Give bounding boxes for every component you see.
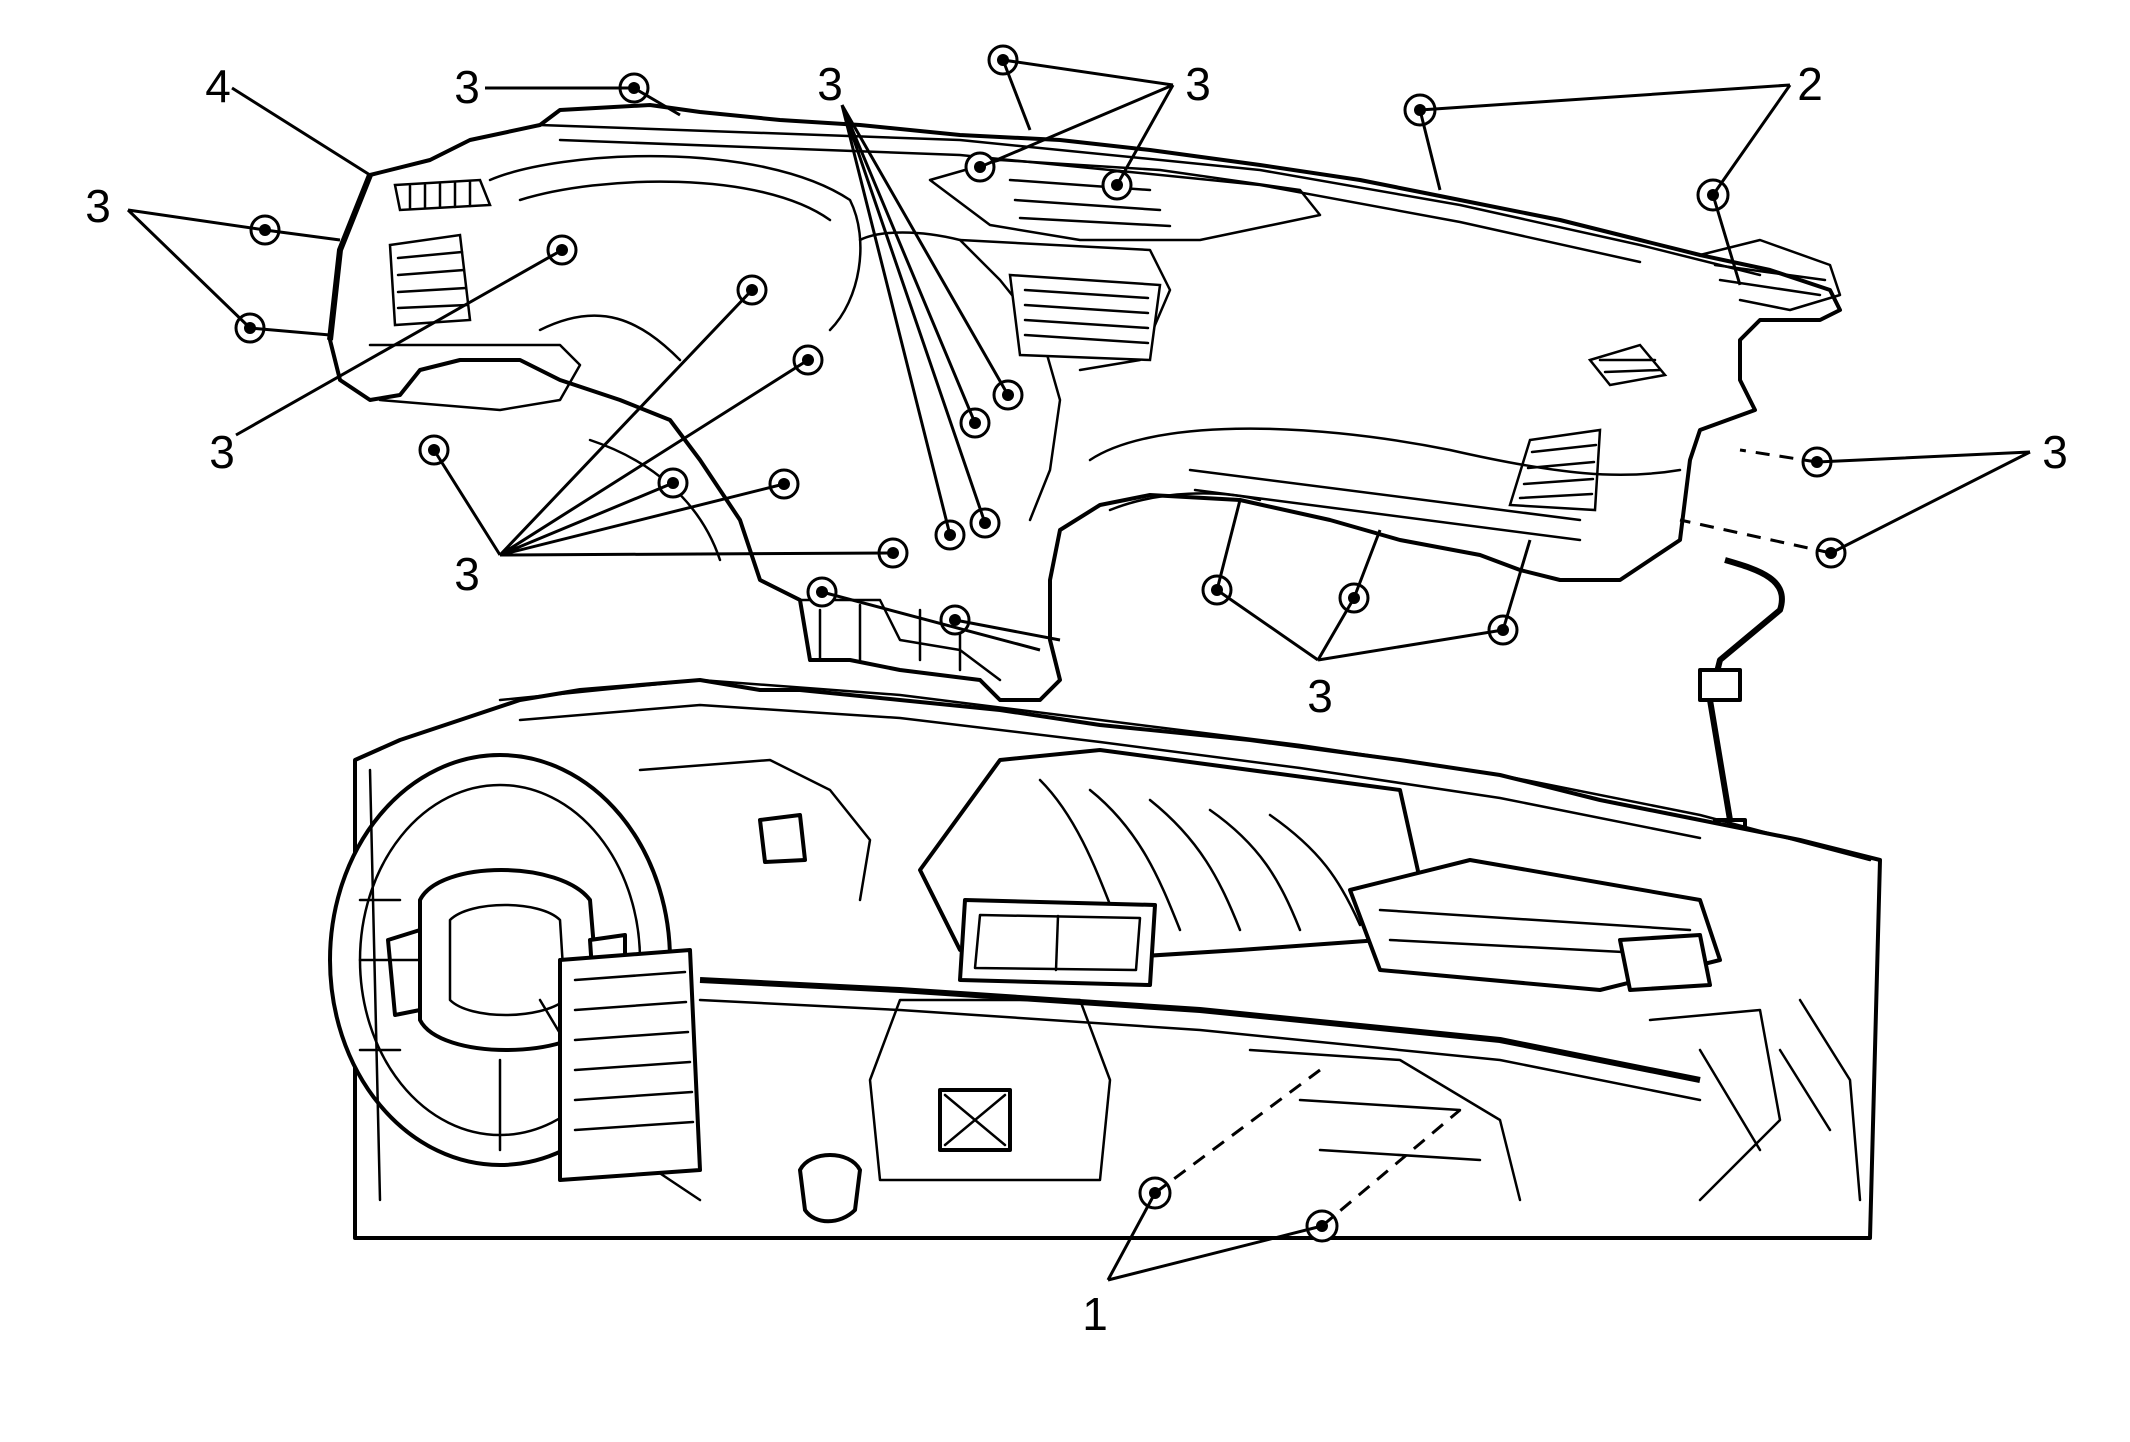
callout-3-top-center-left: 3: [817, 58, 843, 110]
right-vent-duct: [1618, 933, 1712, 992]
glovebox-lower-edge: [1188, 468, 1582, 542]
instrument-panel-outline: [328, 103, 1842, 702]
callout-2: 2: [1797, 58, 1823, 110]
lower-left-trim: [368, 343, 582, 412]
callout-3-center-group: 3: [454, 548, 480, 600]
cluster-carrier: [638, 758, 872, 902]
right-side-window-defog: [1587, 343, 1668, 387]
callout-1: 1: [1082, 1288, 1108, 1340]
cowl-top: [498, 678, 1872, 862]
instrument-panel-assembly: [327, 103, 1842, 702]
callout-3-top-center: 3: [1185, 58, 1211, 110]
left-kick-panel: [358, 768, 402, 1202]
callout-3-right-pair: 3: [2042, 426, 2068, 478]
cross-car-beam: [699, 977, 1701, 1083]
shifter-knob: [798, 1153, 862, 1224]
callout-3-left-lower: 3: [209, 426, 235, 478]
left-air-vent: [388, 233, 472, 327]
dash-top-edge: [538, 123, 1762, 277]
callout-3-passenger-lower: 3: [1307, 670, 1333, 722]
passenger-panel-edge: [1088, 427, 1682, 477]
callout-3-left-pair: 3: [85, 180, 111, 232]
leader-lines: [126, 58, 2031, 1282]
right-a-pillar: [1778, 998, 1862, 1202]
center-air-vent: [1008, 273, 1162, 362]
vehicle-cockpit-structure: [328, 678, 1882, 1240]
callout-4: 4: [205, 60, 231, 112]
defroster-grille: [928, 158, 1322, 242]
left-side-window-defog: [393, 178, 492, 212]
center-display-opening: [958, 898, 1157, 987]
callout-3-top-left: 3: [454, 61, 480, 113]
callout-labels: 1 2 3 3 3 3 3 3 3 3 4: [85, 58, 2068, 1340]
right-mount-bracket: [1698, 238, 1842, 312]
lower-right-structure: [1248, 1048, 1522, 1202]
left-end-cap: [327, 173, 373, 341]
cluster-hood: [488, 154, 862, 332]
wiring-harness: [1698, 557, 1785, 862]
